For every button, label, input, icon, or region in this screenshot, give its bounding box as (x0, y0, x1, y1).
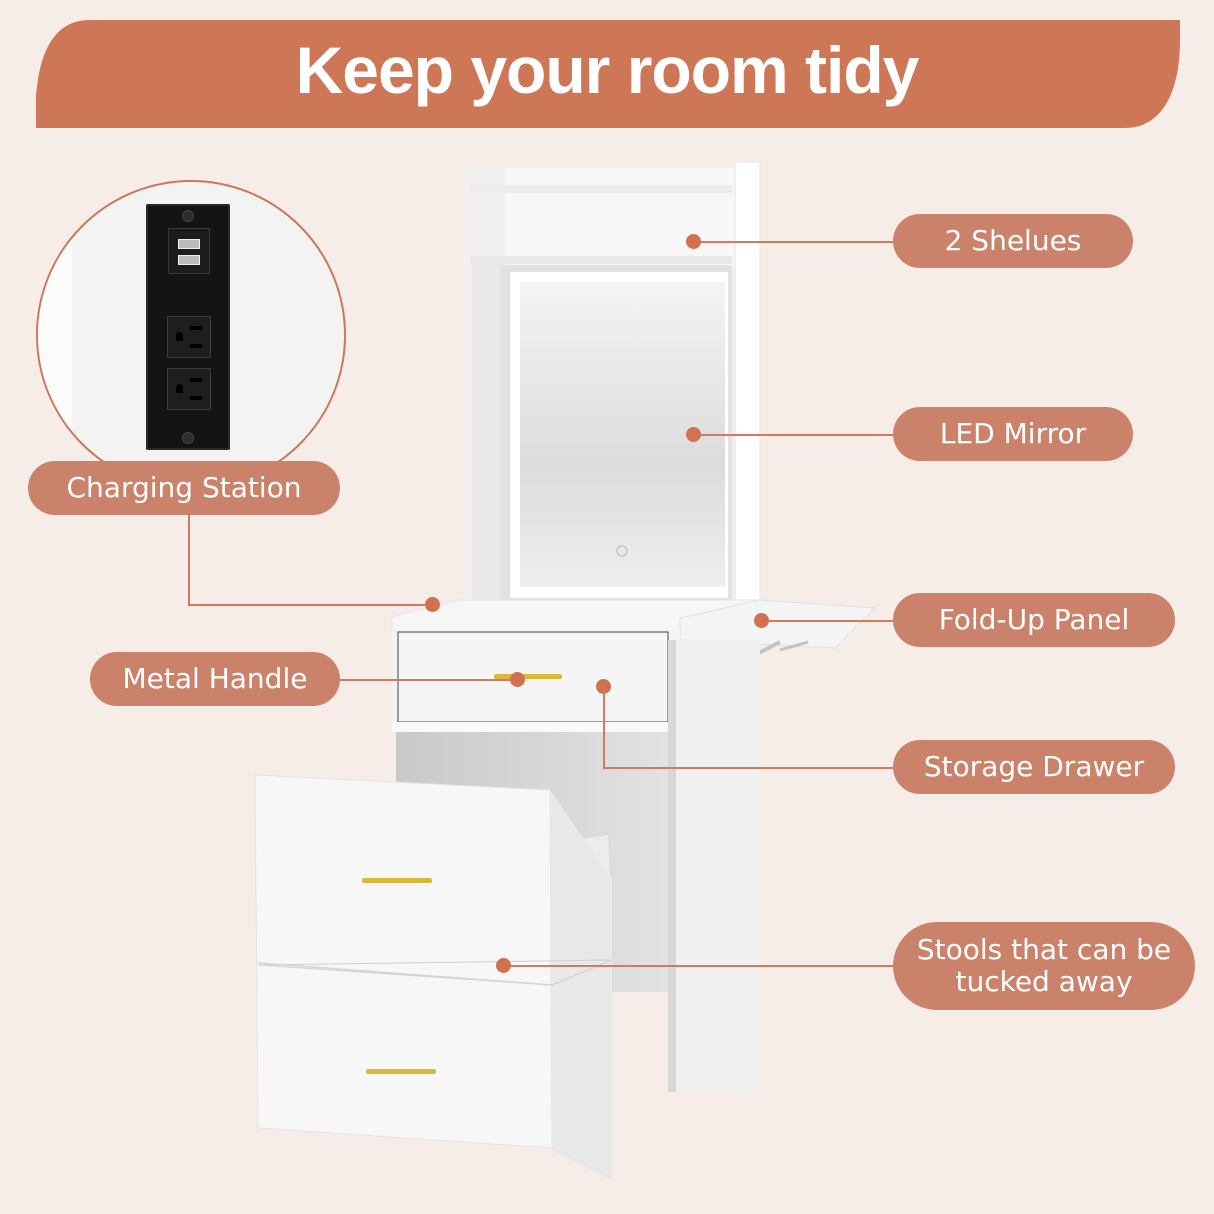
connector-line (693, 434, 893, 436)
label-2-shelves: 2 Shelues (893, 214, 1133, 268)
label-text: Stools that can be tucked away (916, 933, 1172, 998)
screw-icon (182, 432, 194, 444)
marker-dot-icon (686, 427, 701, 442)
connector-line (188, 510, 190, 605)
label-text: Metal Handle (122, 662, 308, 695)
connector-line (603, 767, 893, 769)
connector-line (340, 679, 518, 681)
label-fold-up-panel: Fold-Up Panel (893, 593, 1175, 647)
charging-station-inset (36, 180, 346, 490)
marker-dot-icon (754, 613, 769, 628)
screw-icon (182, 210, 194, 222)
label-storage-drawer: Storage Drawer (893, 740, 1175, 794)
label-text: 2 Shelues (944, 224, 1082, 257)
marker-dot-icon (510, 672, 525, 687)
page-title: Keep your room tidy (295, 33, 920, 107)
label-metal-handle: Metal Handle (90, 652, 340, 706)
usb-port-icon (178, 239, 200, 249)
label-text: LED Mirror (939, 417, 1087, 450)
marker-dot-icon (686, 234, 701, 249)
ac-outlet-icon (167, 316, 211, 358)
label-text: Storage Drawer (923, 750, 1145, 783)
cabinet-side (38, 182, 72, 488)
usb-port-icon (178, 255, 200, 265)
connector-line (188, 604, 433, 606)
label-text: Fold-Up Panel (938, 603, 1130, 636)
usb-ports (168, 228, 210, 274)
power-strip-icon (146, 204, 230, 450)
ac-outlet-icon (167, 368, 211, 410)
connector-line (693, 241, 893, 243)
label-stools: Stools that can be tucked away (893, 922, 1195, 1010)
marker-dot-icon (425, 597, 440, 612)
label-text: Charging Station (66, 471, 302, 504)
connector-line (505, 965, 893, 967)
label-charging-station: Charging Station (28, 461, 340, 515)
connector-line (603, 686, 605, 768)
connector-line (765, 620, 893, 622)
label-led-mirror: LED Mirror (893, 407, 1133, 461)
marker-dot-icon (496, 958, 511, 973)
